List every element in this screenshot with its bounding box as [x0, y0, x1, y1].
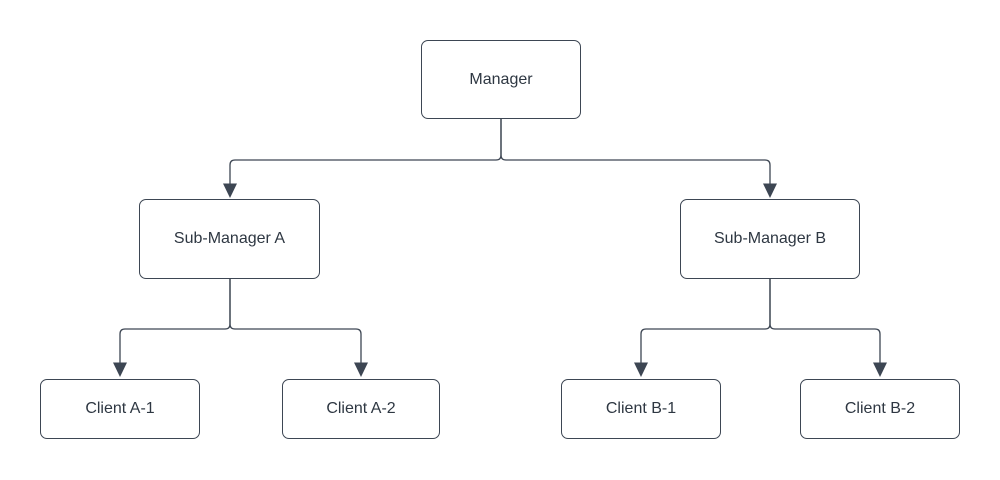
- node-label: Sub-Manager A: [173, 230, 286, 247]
- node-client-b1: Client B-1: [561, 379, 721, 439]
- node-label: Client B-2: [844, 400, 916, 417]
- node-client-a2: Client A-2: [282, 379, 440, 439]
- node-label: Manager: [469, 70, 533, 88]
- node-sub-manager-a: Sub-Manager A: [139, 199, 320, 279]
- node-manager: Manager: [421, 40, 581, 119]
- arrowhead-down-icon: [763, 183, 777, 198]
- arrowhead-down-icon: [634, 362, 648, 377]
- node-label: Client B-1: [605, 400, 677, 417]
- edge-sub-manager-a-to-client-a1: [119, 279, 231, 363]
- edge-sub-manager-b-to-client-b1: [640, 279, 771, 363]
- edge-sub-manager-a-to-client-a2: [229, 279, 362, 363]
- edge-sub-manager-b-to-client-b2: [769, 279, 881, 363]
- node-sub-manager-b: Sub-Manager B: [680, 199, 860, 279]
- node-client-b2: Client B-2: [800, 379, 960, 439]
- node-label: Client A-1: [85, 400, 155, 417]
- arrowhead-down-icon: [113, 362, 127, 377]
- arrowhead-down-icon: [873, 362, 887, 377]
- edge-manager-to-sub-manager-b: [500, 119, 771, 184]
- edge-manager-to-sub-manager-a: [229, 119, 502, 184]
- node-label: Sub-Manager B: [713, 230, 827, 247]
- arrowhead-down-icon: [223, 183, 237, 198]
- arrowhead-down-icon: [354, 362, 368, 377]
- node-client-a1: Client A-1: [40, 379, 200, 439]
- node-label: Client A-2: [326, 400, 396, 417]
